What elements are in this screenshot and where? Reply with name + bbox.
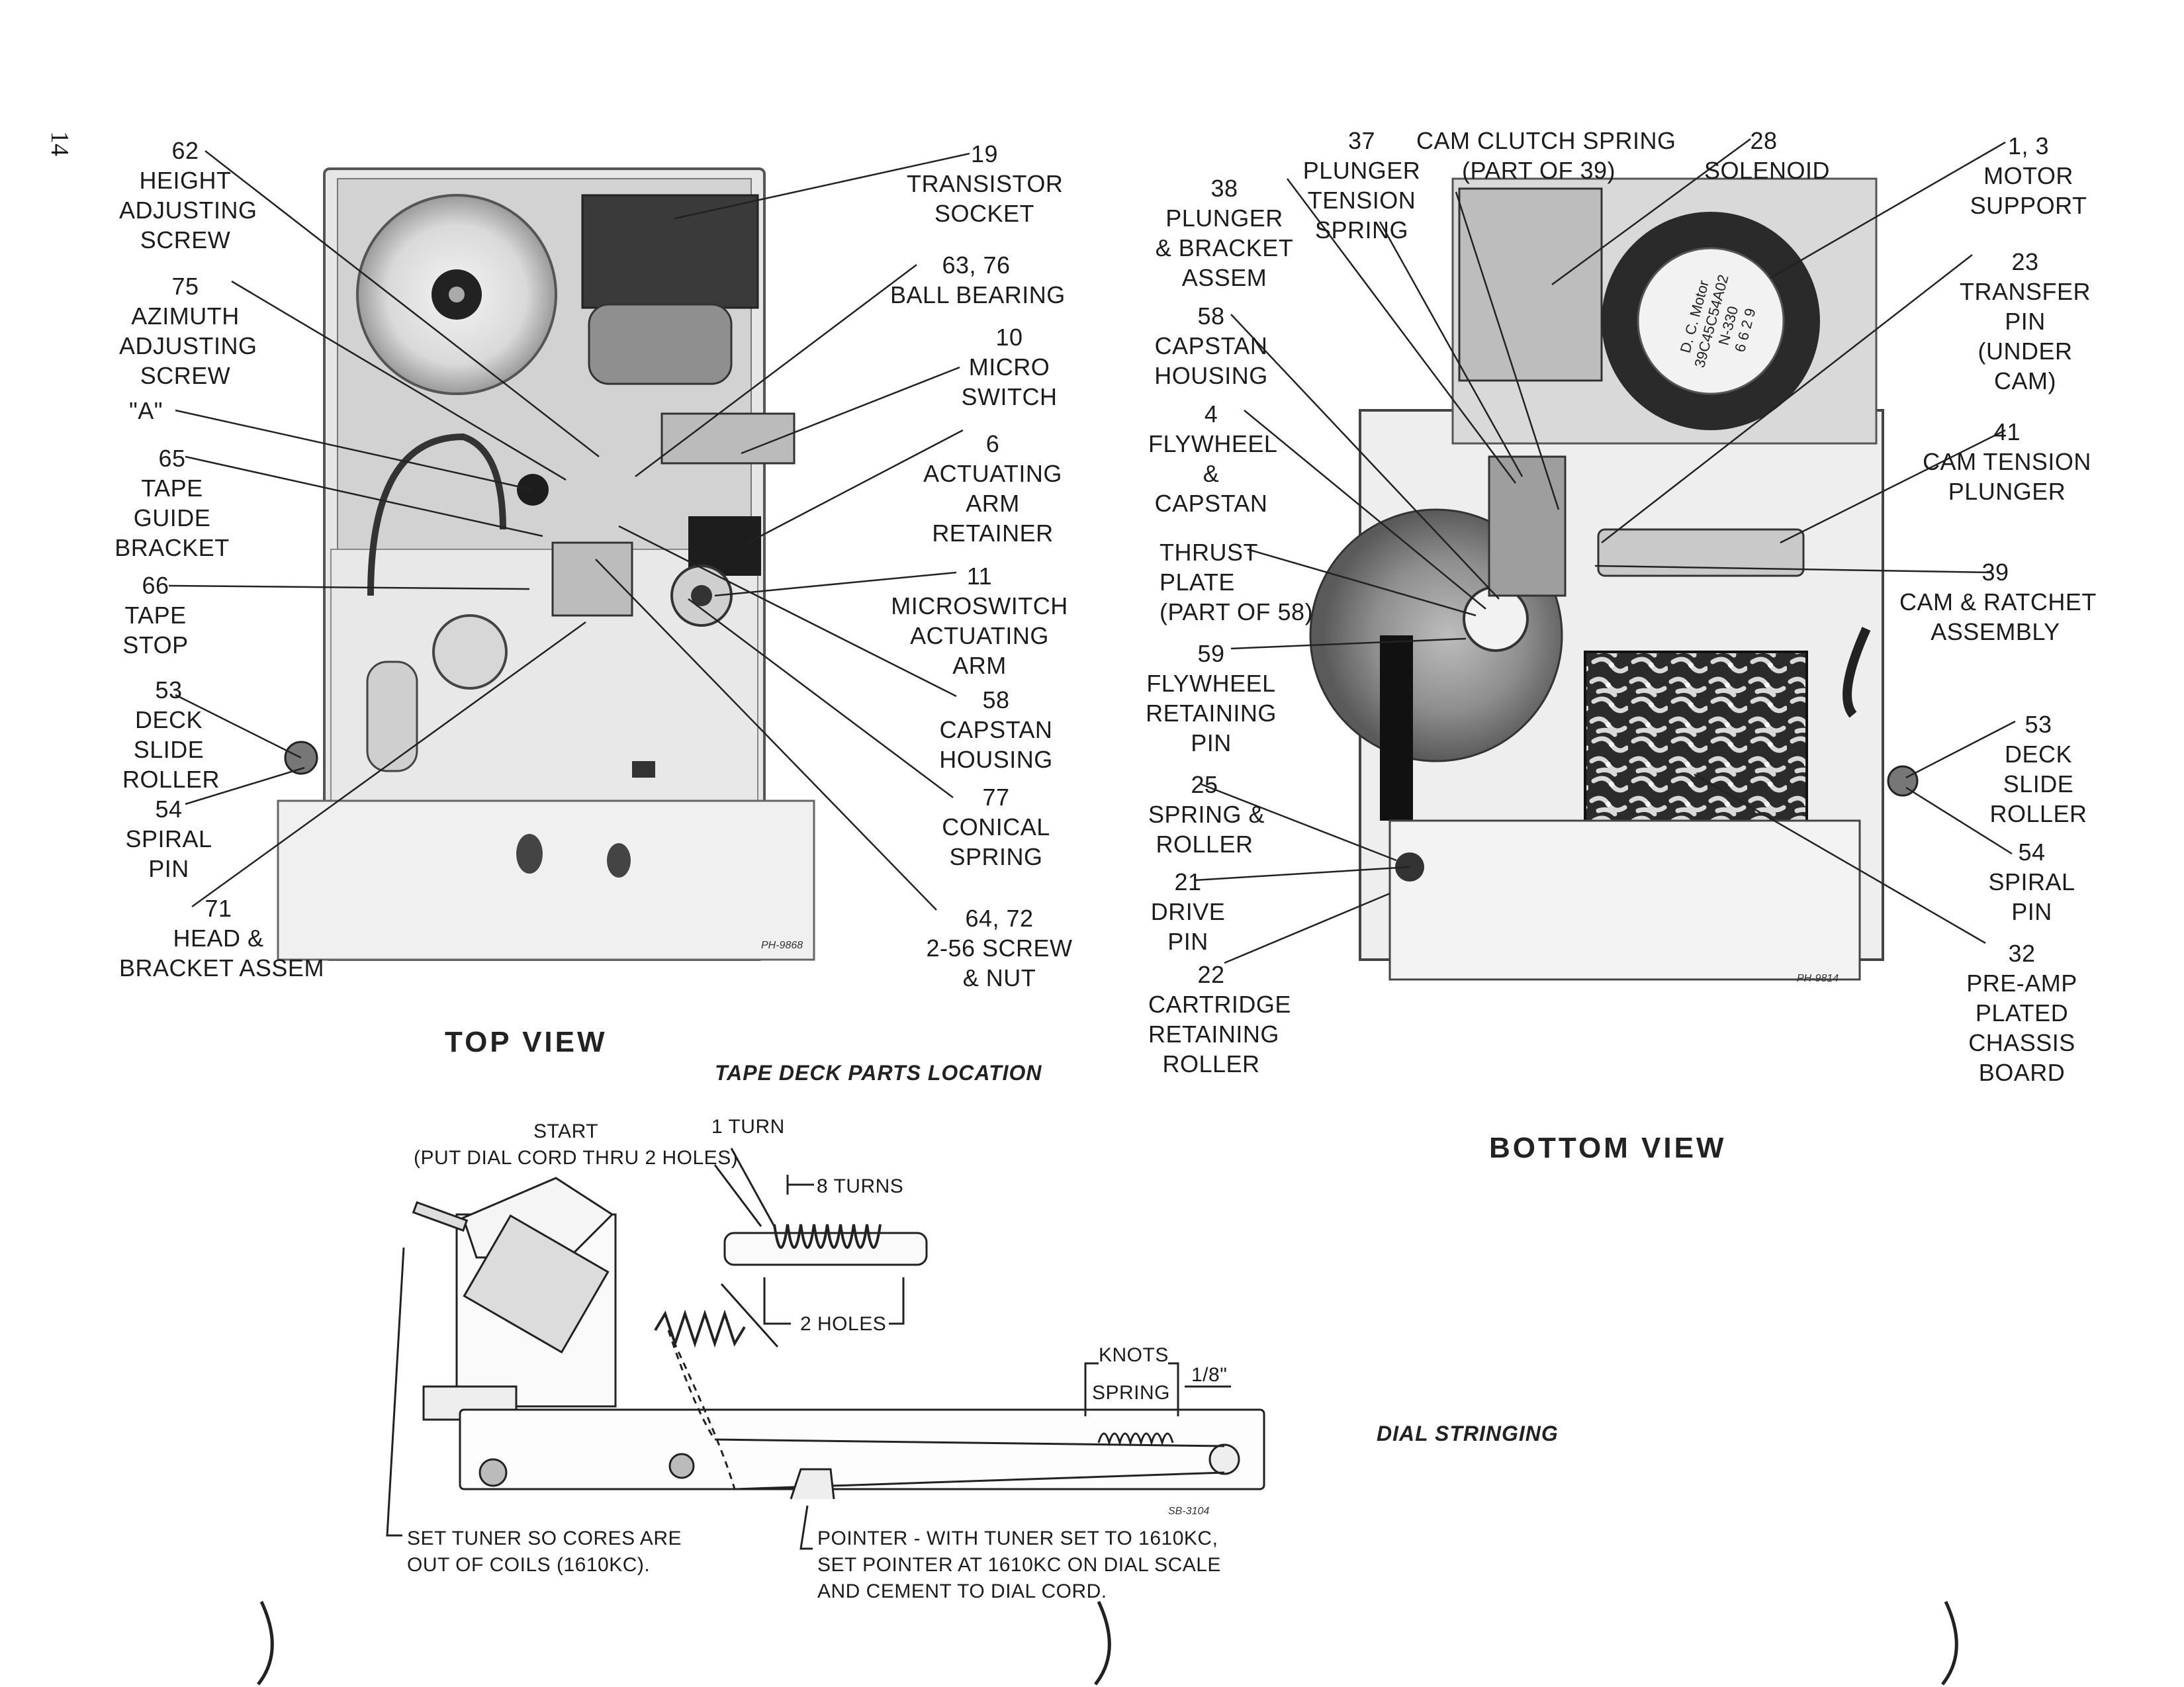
label-28-solenoid: 28 SOLENOID: [1704, 127, 1831, 184]
top-roller-bearing: [432, 614, 508, 690]
dial-stringing-caption: DIAL STRINGING: [1377, 1422, 1559, 1445]
label-1-3-motor-support: 1, 3 MOTOR SUPPORT: [1970, 132, 2087, 219]
label-pointer: POINTER - WITH TUNER SET TO 1610KC, SET …: [817, 1527, 1221, 1602]
binder-hole-left: [257, 1600, 274, 1686]
label-11-microswitch-actuating-arm: 11 MICROSWITCH ACTUATING ARM: [891, 563, 1068, 679]
top-bracket-slot: [632, 761, 655, 778]
bottom-view-title: BOTTOM VIEW: [1489, 1132, 1727, 1164]
label-53-deck-slide-roller: 53 DECK SLIDE ROLLER: [122, 676, 220, 793]
label-a: "A": [129, 397, 163, 424]
tuner-spring: [654, 1309, 746, 1348]
top-microswitch: [660, 412, 796, 465]
label-32-pre-amp-board: 32 PRE-AMP PLATED CHASSIS BOARD: [1966, 940, 2077, 1086]
label-4-flywheel-capstan: 4 FLYWHEEL & CAPSTAN: [1148, 400, 1278, 517]
top-photo-code: PH-9868: [761, 940, 803, 951]
cord-spring: [1097, 1432, 1174, 1447]
label-start: START (PUT DIAL CORD THRU 2 HOLES): [414, 1120, 739, 1169]
label-41-cam-tension-plunger: 41 CAM TENSION PLUNGER: [1923, 418, 2091, 505]
bottom-side-bar: [1380, 635, 1413, 821]
pointer-leader: [799, 1505, 813, 1550]
label-58-capstan-housing: 58 CAPSTAN HOUSING: [939, 686, 1053, 773]
label-75-azimuth-adjusting-screw: 75 AZIMUTH ADJUSTING SCREW: [119, 273, 257, 389]
label-38-plunger-bracket-assem: 38 PLUNGER & BRACKET ASSEM: [1155, 175, 1294, 291]
pulley-end: [1208, 1443, 1240, 1475]
dial-pointer-bar: [459, 1408, 1265, 1490]
drum-tuner-arrow: [720, 1283, 779, 1348]
dial-cord-loop: [667, 1330, 736, 1490]
tuner-core-rod: [463, 1214, 610, 1354]
bottom-solenoid: [1458, 187, 1603, 382]
top-view-title: TOP VIEW: [445, 1026, 608, 1058]
bottom-cam-ratchet: [1597, 528, 1805, 577]
label-21-drive-pin: 21 DRIVE PIN: [1150, 868, 1226, 955]
binder-hole-right: [1941, 1600, 1958, 1686]
label-knots: KNOTS: [1099, 1344, 1169, 1366]
turn1-leader: [730, 1148, 776, 1227]
label-37-plunger-tension-spring: 37 PLUNGER TENSION SPRING: [1302, 127, 1421, 244]
label-62-height-adjusting-screw: 62 HEIGHT ADJUSTING SCREW: [119, 137, 257, 253]
tuner-nut: [478, 1458, 508, 1487]
dial-stringing-drawing: [386, 1148, 1265, 1550]
bottom-photo-code: PH-9814: [1797, 973, 1839, 984]
label-64-72-screw-nut: 64, 72 2-56 SCREW & NUT: [926, 905, 1073, 991]
label-71-head-bracket-assem: 71 HEAD & BRACKET ASSEM: [119, 895, 324, 981]
bottom-plunger-assy: [1488, 455, 1567, 597]
label-19-transistor-socket: 19 TRANSISTOR SOCKET: [907, 140, 1064, 227]
dial-drawing-code: SB-3104: [1168, 1506, 1210, 1517]
pointer-clip: [790, 1468, 835, 1500]
tuner-shaft: [412, 1201, 469, 1232]
top-head-bracket: [551, 541, 633, 617]
label-cam-clutch-spring: CAM CLUTCH SPRING (PART OF 39): [1416, 127, 1676, 184]
top-capacitor: [588, 303, 733, 385]
top-wire-harness: [367, 433, 506, 596]
label-53-deck-slide-roller-bottom: 53 DECK SLIDE ROLLER: [1989, 711, 2087, 827]
label-23-transfer-pin: 23 TRANSFER PIN (UNDER CAM): [1959, 248, 2091, 394]
label-59-flywheel-retaining-pin: 59 FLYWHEEL RETAINING PIN: [1146, 640, 1277, 756]
bottom-deck-slide-roller: [1887, 765, 1919, 797]
label-one-eighth: 1/8": [1191, 1364, 1228, 1386]
start-leader: [713, 1164, 762, 1227]
tape-deck-parts-location-caption: TAPE DECK PARTS LOCATION: [715, 1061, 1042, 1085]
label-2-holes: 2 HOLES: [797, 1309, 889, 1339]
bottom-wire: [1843, 627, 1871, 718]
tuner-nut-2: [668, 1453, 695, 1479]
top-capstan: [691, 585, 712, 606]
label-set-tuner: SET TUNER SO CORES ARE OUT OF COILS (161…: [407, 1527, 682, 1576]
label-8-turns: 8 TURNS: [814, 1171, 907, 1201]
bottom-view-photo: [1309, 177, 1919, 981]
page-number: 14: [46, 131, 73, 156]
label-66-tape-stop: 66 TAPE STOP: [122, 572, 189, 659]
top-transistor-block: [581, 194, 759, 309]
label-58-capstan-housing-bottom: 58 CAPSTAN HOUSING: [1154, 302, 1268, 389]
top-view-leaders: [168, 150, 970, 911]
dial-cord-upper: [714, 1438, 1225, 1447]
bottom-motor-label: [1637, 247, 1785, 395]
label-thrust-plate: THRUST PLATE (PART OF 58): [1160, 539, 1314, 625]
top-front-slot-2: [607, 843, 631, 878]
label-65-tape-guide-bracket: 65 TAPE GUIDE BRACKET: [114, 445, 230, 561]
top-deck-front-rail: [277, 799, 815, 961]
label-25-spring-roller: 25 SPRING & ROLLER: [1148, 771, 1265, 858]
top-slide-plate: [366, 661, 418, 772]
binder-hole-center: [1094, 1600, 1111, 1686]
label-39-cam-ratchet-assembly: 39 CAM & RATCHET ASSEMBLY: [1899, 559, 2097, 645]
top-view-photo: [277, 167, 815, 961]
drum-coil: [773, 1224, 882, 1249]
label-10-micro-switch: 10 MICRO SWITCH: [961, 324, 1058, 410]
label-22-cartridge-retaining-roller: 22 CARTRIDGE RETAINING ROLLER: [1148, 961, 1291, 1077]
label-6-actuating-arm-retainer: 6 ACTUATING ARM RETAINER: [923, 430, 1062, 547]
top-motor-hub-center: [449, 287, 465, 302]
bottom-front-plate: [1388, 819, 1861, 981]
label-1-turn: 1 TURN: [711, 1116, 785, 1138]
bottom-view-leaders: [1194, 138, 2016, 964]
label-77-conical-spring: 77 CONICAL SPRING: [942, 784, 1050, 870]
label-63-76-ball-bearing: 63, 76 BALL BEARING: [890, 251, 1066, 308]
top-front-slot: [516, 834, 543, 874]
label-spring: SPRING: [1092, 1382, 1171, 1404]
set-tuner-leader: [386, 1247, 405, 1537]
label-54-spiral-pin-bottom: 54 SPIRAL PIN: [1988, 839, 2075, 925]
knots-bracket: [1084, 1362, 1179, 1416]
label-54-spiral-pin: 54 SPIRAL PIN: [125, 796, 212, 882]
